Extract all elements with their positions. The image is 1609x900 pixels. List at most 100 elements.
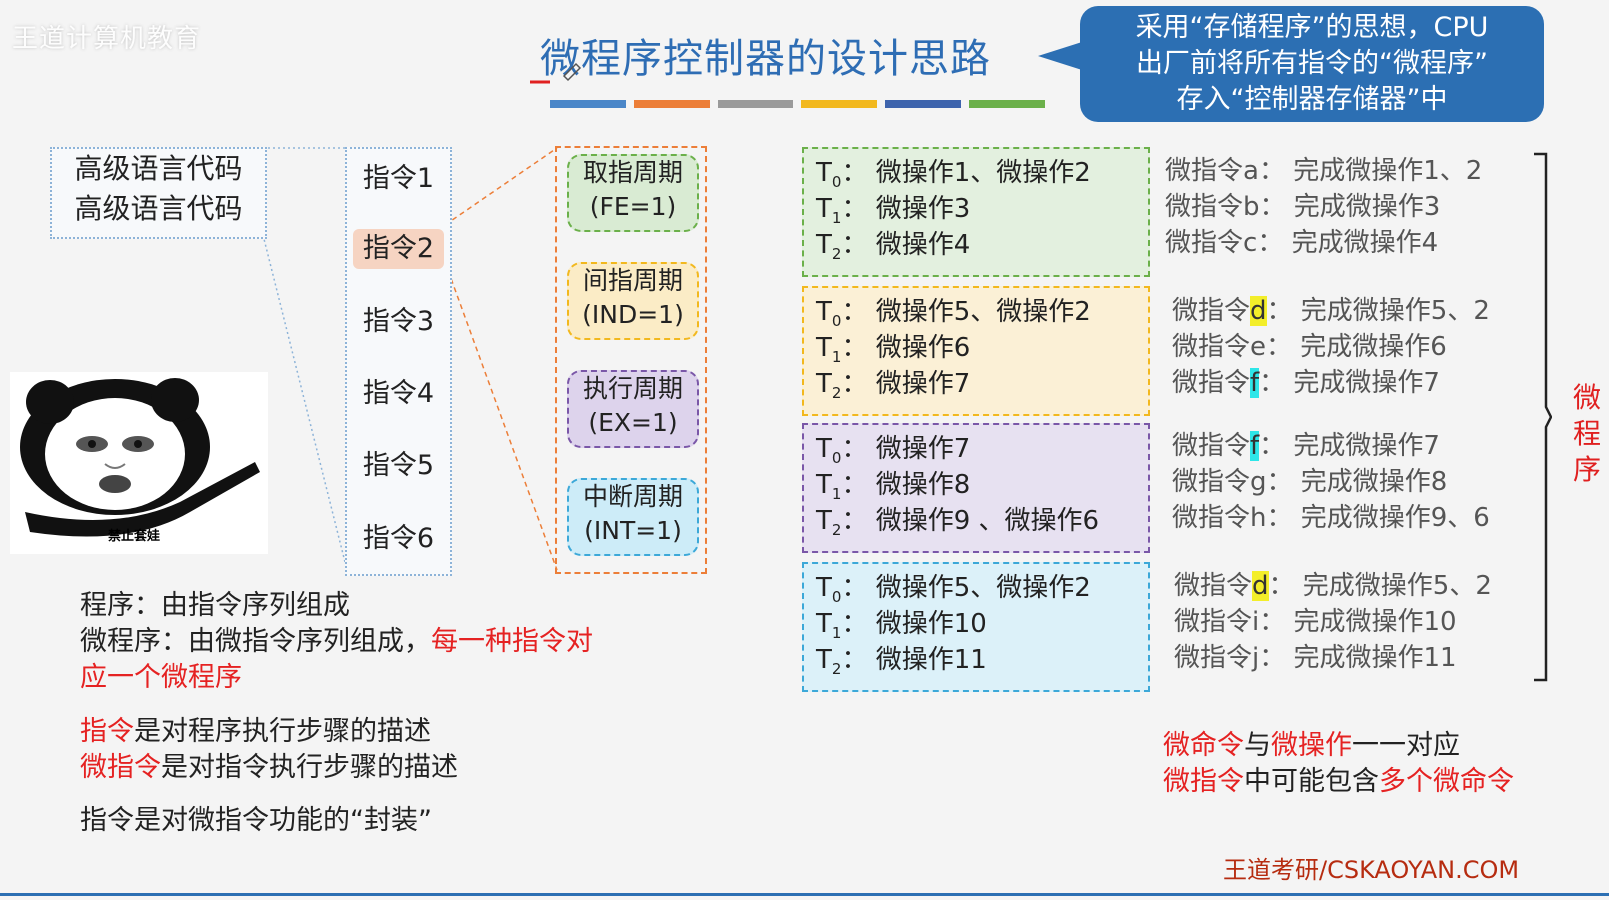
timing-sub: 1 bbox=[831, 209, 842, 228]
micro-op-text: ： 微操作11 bbox=[841, 645, 987, 675]
micro-op-text: ： 微操作1、微操作2 bbox=[841, 158, 1091, 188]
note-line: 微指令中可能包含多个微命令 bbox=[1163, 764, 1514, 800]
timing-label: T bbox=[816, 369, 832, 399]
timing-sub: 2 bbox=[831, 521, 842, 540]
micro-instr-prefix: 微指令 bbox=[1174, 643, 1253, 673]
timing-label: T bbox=[816, 645, 832, 675]
micro-instr-prefix: 微指令 bbox=[1174, 571, 1253, 601]
note-highlight: 应一个微程序 bbox=[80, 662, 242, 693]
cycle-execute: 执行周期 (EX=1) bbox=[567, 370, 699, 448]
micro-op-text: ： 微操作8 bbox=[841, 470, 971, 500]
micro-instr-prefix: 微指令 bbox=[1172, 296, 1251, 326]
micro-instr-desc: ： 完成微操作4 bbox=[1257, 228, 1439, 258]
micro-instr-desc: ： 完成微操作7 bbox=[1259, 431, 1440, 461]
title-color-bar bbox=[717, 100, 794, 108]
microprogram-label-char: 程 bbox=[1572, 417, 1601, 450]
timing-step: T1： 微操作10 bbox=[816, 606, 987, 642]
pen-cursor-icon bbox=[530, 62, 582, 84]
micro-instr-line: 微指令e： 完成微操作6 bbox=[1172, 329, 1490, 365]
micro-op-text: ： 微操作7 bbox=[841, 434, 971, 464]
cycle-name: 中断周期 bbox=[582, 482, 683, 511]
note-text: 是对指令执行步骤的描述 bbox=[161, 752, 458, 783]
micro-instr-letter: g bbox=[1250, 467, 1267, 497]
micro-instr-line: 微指令f： 完成微操作7 bbox=[1172, 428, 1490, 464]
timing-sub: 0 bbox=[831, 173, 842, 192]
instruction-item: 指令1 bbox=[362, 163, 435, 194]
cycle-name: 取指周期 bbox=[582, 158, 683, 187]
micro-instr-letter: d bbox=[1252, 571, 1269, 601]
timing-sub: 0 bbox=[831, 312, 842, 331]
micro-instr-letter: a bbox=[1243, 156, 1259, 186]
notes-block: 程序：由指令序列组成 微程序：由微指令序列组成，每一种指令对 应一个微程序 bbox=[80, 588, 593, 696]
micro-instr-letter: b bbox=[1243, 192, 1260, 222]
micro-instr-desc: ： 完成微操作11 bbox=[1259, 643, 1457, 673]
micro-instr-letter: c bbox=[1243, 228, 1258, 258]
micro-ops-interrupt: T0： 微操作5、微操作2 T1： 微操作10 T2： 微操作11 bbox=[802, 562, 1150, 692]
meme-caption: 禁止套娃 bbox=[108, 529, 161, 544]
note-text: 中可能包含 bbox=[1244, 766, 1379, 797]
micro-instr-line: 微指令c： 完成微操作4 bbox=[1165, 225, 1482, 261]
micro-op-text: ： 微操作9 、微操作6 bbox=[841, 506, 1100, 536]
cycle-flag: (FE=1) bbox=[589, 192, 677, 221]
micro-instr-desc: ： 完成微操作6 bbox=[1266, 332, 1447, 362]
timing-label: T bbox=[816, 194, 832, 224]
timing-step: T1： 微操作6 bbox=[816, 330, 970, 366]
micro-instr-desc: ： 完成微操作5、2 bbox=[1266, 296, 1490, 326]
title-color-bar bbox=[801, 100, 878, 108]
micro-ops-execute: T0： 微操作7 T1： 微操作8 T2： 微操作9 、微操作6 bbox=[802, 423, 1150, 553]
timing-sub: 2 bbox=[831, 384, 842, 403]
note-text: 是对程序执行步骤的描述 bbox=[134, 716, 431, 747]
timing-sub: 0 bbox=[831, 588, 842, 607]
timing-label: T bbox=[816, 333, 832, 363]
timing-sub: 1 bbox=[831, 624, 842, 643]
micro-op-text: ： 微操作5、微操作2 bbox=[841, 573, 1091, 603]
instruction-item-selected: 指令2 bbox=[353, 229, 444, 269]
micro-instr-line: 微指令f： 完成微操作7 bbox=[1172, 365, 1490, 401]
timing-step: T0： 微操作5、微操作2 bbox=[816, 294, 1091, 330]
cycle-flag: (INT=1) bbox=[584, 516, 682, 545]
callout-line: 出厂前将所有指令的“微程序” bbox=[1136, 48, 1488, 79]
timing-label: T bbox=[816, 230, 832, 260]
micro-instr-letter: f bbox=[1250, 431, 1260, 461]
note-highlight: 微指令 bbox=[80, 752, 161, 783]
note-encapsulation: 指令是对微指令功能的“封装” bbox=[80, 805, 432, 836]
callout-tail bbox=[1038, 42, 1082, 70]
timing-sub: 2 bbox=[831, 660, 842, 679]
micro-instr-letter: i bbox=[1252, 607, 1260, 637]
micro-instr-prefix: 微指令 bbox=[1172, 503, 1251, 533]
micro-op-text: ： 微操作10 bbox=[841, 609, 987, 639]
micro-instr-line: 微指令j： 完成微操作11 bbox=[1174, 640, 1492, 676]
note-text: 微程序：由微指令序列组成， bbox=[80, 626, 431, 657]
timing-step: T1： 微操作8 bbox=[816, 467, 970, 503]
machine-cycle-list: 取指周期 (FE=1) 间指周期 (IND=1) 执行周期 (EX=1) 中断周… bbox=[555, 146, 707, 574]
microprogram-label: 微 程 序 bbox=[1572, 380, 1602, 488]
brand-logo: 王道计算机教育 bbox=[12, 24, 202, 54]
micro-instr-desc: ： 完成微操作7 bbox=[1259, 368, 1440, 398]
micro-op-text: ： 微操作3 bbox=[841, 194, 971, 224]
timing-sub: 0 bbox=[831, 449, 842, 468]
instruction-item: 指令3 bbox=[362, 306, 435, 337]
timing-label: T bbox=[816, 297, 832, 327]
title-color-bar bbox=[969, 100, 1045, 108]
right-notes-block: 微命令与微操作一一对应 微指令中可能包含多个微命令 bbox=[1163, 728, 1514, 800]
micro-instr-prefix: 微指令 bbox=[1174, 607, 1253, 637]
right-brace-icon bbox=[1534, 152, 1552, 682]
cycle-name: 执行周期 bbox=[582, 374, 683, 403]
micro-instr-line: 微指令h： 完成微操作9、6 bbox=[1172, 500, 1490, 536]
micro-instr-letter: d bbox=[1250, 296, 1267, 326]
micro-instr-letter: j bbox=[1252, 643, 1260, 673]
high-level-code-line: 高级语言代码 bbox=[74, 192, 243, 225]
callout-bubble: 采用“存储程序”的思想，CPU 出厂前将所有指令的“微程序” 存入“控制器存储器… bbox=[1038, 6, 1544, 122]
timing-sub: 2 bbox=[831, 245, 842, 264]
timing-sub: 1 bbox=[831, 348, 842, 367]
timing-label: T bbox=[816, 573, 832, 603]
notes-block: 指令是对程序执行步骤的描述 微指令是对指令执行步骤的描述 bbox=[80, 714, 458, 786]
timing-step: T0： 微操作1、微操作2 bbox=[816, 155, 1091, 191]
cycle-fetch: 取指周期 (FE=1) bbox=[567, 154, 699, 232]
timing-label: T bbox=[816, 506, 832, 536]
panda-face-icon bbox=[20, 378, 260, 537]
micro-instr-letter: f bbox=[1250, 368, 1260, 398]
micro-op-text: ： 微操作4 bbox=[841, 230, 971, 260]
instruction-item: 指令6 bbox=[362, 523, 435, 554]
note-instruction: 指令是对程序执行步骤的描述 bbox=[80, 714, 458, 750]
